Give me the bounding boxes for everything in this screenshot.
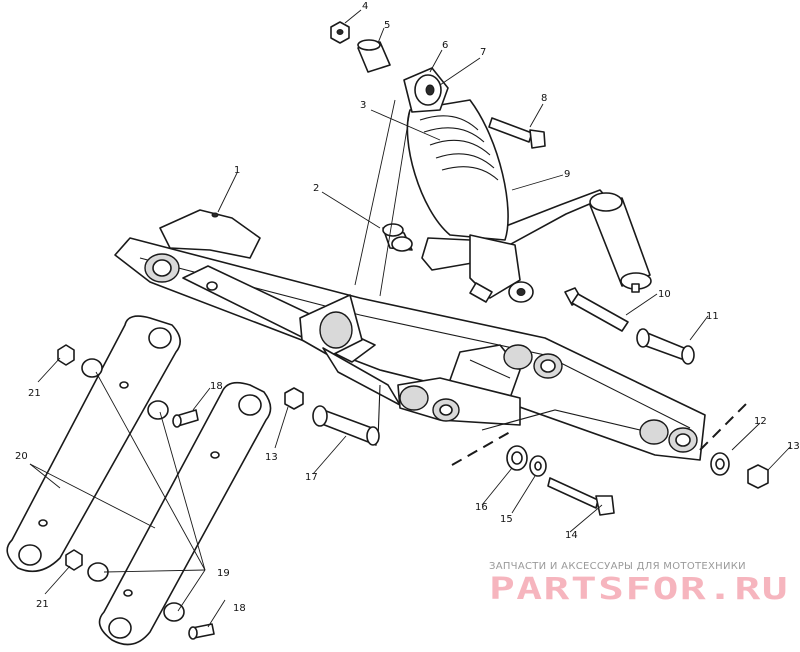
callout-18-bottom: 18	[233, 603, 246, 614]
bolt-18-top	[172, 409, 199, 428]
bushing-5	[357, 39, 391, 73]
bushing-11	[636, 328, 695, 365]
watermark-caption: ЗАПЧАСТИ И АКСЕССУАРЫ ДЛЯ МОТОТЕХНИКИ	[489, 561, 746, 572]
washer-12	[710, 452, 730, 476]
watermark-logo: PARTSFOR.RU	[489, 572, 789, 607]
callout-9: 9	[564, 169, 570, 180]
callout-13-left: 13	[265, 452, 278, 463]
callout-12: 12	[754, 416, 767, 427]
callout-16: 16	[475, 502, 488, 513]
callout-19: 19	[217, 568, 230, 579]
nut-13-left	[284, 387, 304, 410]
callout-2: 2	[313, 183, 319, 194]
callouts: 4 5 6 7 8 3 9 1 2 10 11 12 13 13 14 15 1…	[15, 1, 800, 614]
callout-21-top: 21	[28, 388, 41, 399]
shock-absorber	[403, 67, 652, 303]
callout-7: 7	[480, 47, 486, 58]
washer-19-b	[147, 400, 169, 420]
nut-13-right	[747, 464, 769, 489]
callout-15: 15	[500, 514, 513, 525]
callout-6: 6	[442, 40, 448, 51]
washer-19-a	[81, 358, 103, 378]
callout-18-top: 18	[210, 381, 223, 392]
axle-line-left	[451, 431, 511, 466]
bushing-2	[382, 223, 413, 252]
callout-4: 4	[362, 1, 368, 12]
bolt-18-bottom	[188, 623, 215, 640]
bolt-10	[564, 287, 629, 332]
nut-4	[330, 21, 350, 44]
link-arm-lower	[98, 381, 272, 646]
bolt-8	[488, 117, 546, 149]
callout-5: 5	[384, 20, 390, 31]
leader-lines	[29, 9, 791, 628]
watermark: ЗАПЧАСТИ И АКСЕССУАРЫ ДЛЯ МОТОТЕХНИКИ PA…	[489, 561, 789, 607]
axle-line-right	[699, 401, 749, 451]
lockwasher-15	[529, 455, 547, 477]
callout-11: 11	[706, 311, 719, 322]
callout-8: 8	[541, 93, 547, 104]
callout-20: 20	[15, 451, 28, 462]
link-arm-upper	[6, 315, 181, 573]
washer-19-d	[163, 602, 185, 622]
callout-13-right: 13	[787, 441, 800, 452]
washer-16	[506, 445, 528, 471]
callout-14: 14	[565, 530, 578, 541]
rail-arm	[114, 209, 706, 461]
nut-21-bottom	[65, 549, 83, 571]
bolt-14	[547, 477, 615, 516]
nut-21-top	[57, 344, 75, 366]
bushing-17	[312, 405, 380, 446]
callout-1: 1	[234, 165, 240, 176]
callout-21-bottom: 21	[36, 599, 49, 610]
callout-3: 3	[360, 100, 366, 111]
callout-17: 17	[305, 472, 318, 483]
callout-10: 10	[658, 289, 671, 300]
